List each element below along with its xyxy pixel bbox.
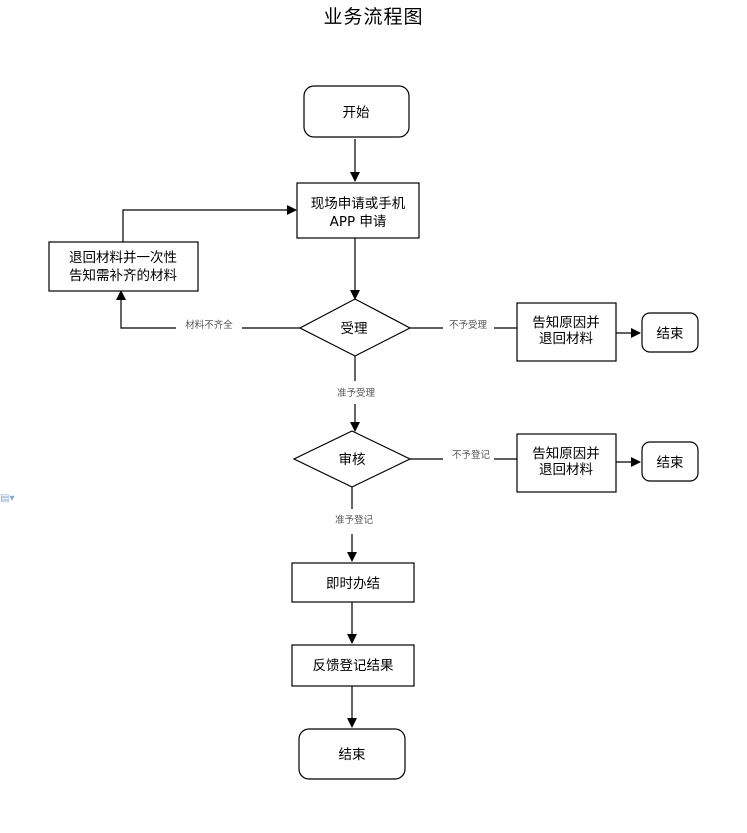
edge-label-registered: 准予登记 <box>335 514 374 526</box>
end2-node[interactable] <box>641 441 699 482</box>
return-label-2: 告知需补齐的材料 <box>69 267 177 284</box>
end1-node[interactable] <box>641 312 699 353</box>
apply-node[interactable] <box>296 182 420 239</box>
edge-accept-return-2 <box>116 290 176 329</box>
process-label: 即时办结 <box>326 576 380 592</box>
feedback-label: 反馈登记结果 <box>313 658 394 674</box>
reject1-label-1: 告知原因并 <box>532 314 600 331</box>
end-final-label: 结束 <box>339 747 366 763</box>
feedback-node[interactable] <box>291 644 415 687</box>
return-label-1: 退回材料并一次性 <box>69 250 177 266</box>
reject1-label-2: 退回材料 <box>539 331 593 347</box>
accept-decision[interactable] <box>298 298 412 357</box>
accept-label: 受理 <box>341 321 368 337</box>
edge-label-not-accepted: 不予受理 <box>449 319 488 331</box>
edge-return-apply <box>122 205 297 242</box>
edge-label-accepted: 准予受理 <box>337 387 376 399</box>
apply-label-1: 现场申请或手机 <box>311 196 406 212</box>
review-decision[interactable] <box>292 430 412 488</box>
reject1-node[interactable] <box>516 302 617 362</box>
end-final-node[interactable] <box>298 728 406 780</box>
end1-label: 结束 <box>657 326 685 342</box>
document-icon[interactable]: ▤▾ <box>0 493 15 504</box>
apply-label-2: APP 申请 <box>330 214 387 230</box>
review-label: 审核 <box>339 452 366 468</box>
reject2-label-1: 告知原因并 <box>532 445 600 462</box>
end2-label: 结束 <box>657 455 685 471</box>
edge-label-not-registered: 不予登记 <box>452 449 491 461</box>
reject2-node[interactable] <box>516 433 617 493</box>
start-label: 开始 <box>343 105 370 121</box>
start-node[interactable] <box>303 85 410 138</box>
reject2-label-2: 退回材料 <box>539 462 593 478</box>
page-title: 业务流程图 <box>323 6 424 28</box>
return-node[interactable] <box>48 241 199 292</box>
edge-label-incomplete: 材料不齐全 <box>185 319 233 331</box>
process-node[interactable] <box>291 562 415 603</box>
